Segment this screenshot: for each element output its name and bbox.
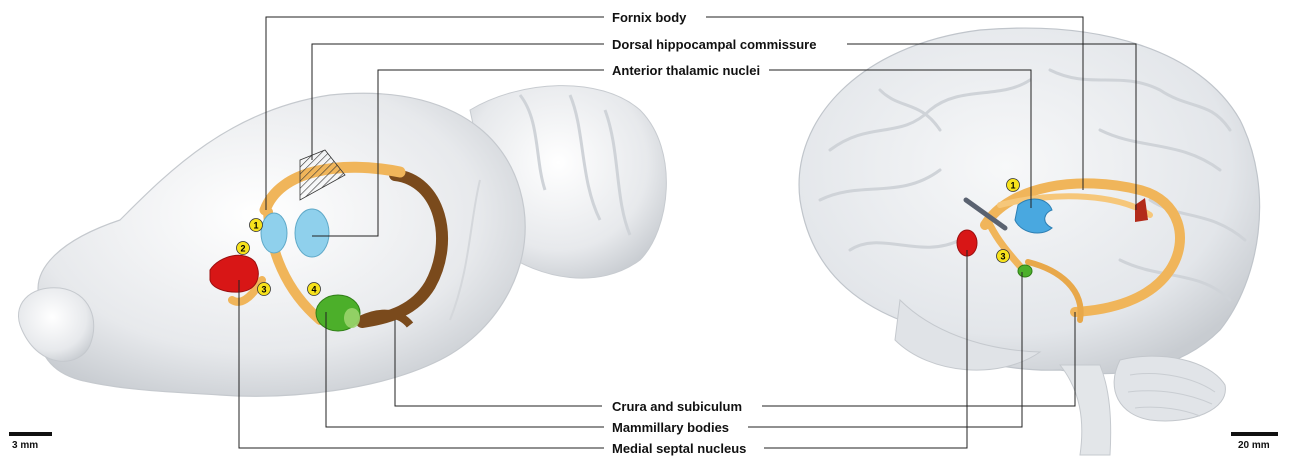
label-crura-and-subiculum: Crura and subiculum xyxy=(612,399,742,414)
label-mammillary-bodies: Mammillary bodies xyxy=(612,420,729,435)
label-anterior-thalamic-nuclei: Anterior thalamic nuclei xyxy=(612,63,760,78)
human-brain xyxy=(799,28,1260,455)
rodent-brain xyxy=(18,86,666,397)
marker-4-left-text: 4 xyxy=(311,285,316,295)
label-fornix-body: Fornix body xyxy=(612,10,686,25)
label-dorsal-hippocampal-commissure: Dorsal hippocampal commissure xyxy=(612,37,816,52)
scale-bar-right xyxy=(1231,432,1278,436)
marker-2-left-text: 2 xyxy=(240,244,245,254)
label-medial-septal-nucleus: Medial septal nucleus xyxy=(612,441,746,456)
marker-1-right-text: 1 xyxy=(1010,181,1015,191)
mammillary-bodies-right xyxy=(1018,265,1032,277)
marker-1-left-text: 1 xyxy=(253,221,258,231)
scale-label-right: 20 mm xyxy=(1238,440,1270,451)
scale-label-left: 3 mm xyxy=(12,440,38,451)
anterior-thalamic-nucleus-small-left xyxy=(261,213,287,253)
anterior-thalamic-nucleus-left xyxy=(295,209,329,257)
marker-3-left-text: 3 xyxy=(261,285,266,295)
scale-bar-left xyxy=(9,432,52,436)
marker-3-right-text: 3 xyxy=(1000,252,1005,262)
